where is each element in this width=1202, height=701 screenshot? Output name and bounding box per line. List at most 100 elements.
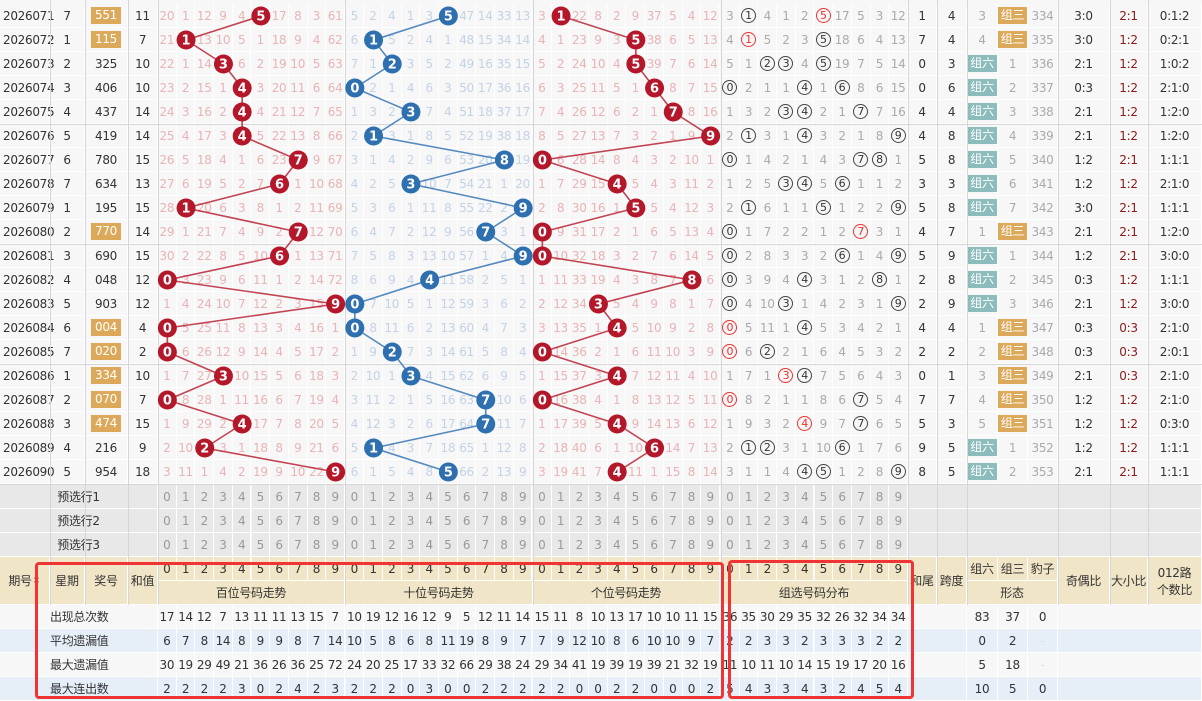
tens-omission-cell: 4 [401, 76, 421, 100]
units-omission-cell: 4 [551, 100, 571, 124]
units-omission-cell: 7 [533, 100, 552, 124]
hundreds-omission-cell: 30 [158, 244, 177, 268]
hundreds-omission-cell: 1 [158, 292, 177, 316]
units-ball: 0 [532, 150, 552, 170]
big-small-ratio-cell: 1:2 [1110, 172, 1148, 196]
odd-even-ratio-cell: 0:3 [1058, 268, 1110, 292]
group-hit-cell: 4 [795, 100, 815, 124]
group-hit-cell: 4 [795, 268, 815, 292]
hundreds-omission-cell: 1 [288, 172, 308, 196]
tens-trend-line [410, 159, 505, 185]
hundreds-trend-line [185, 15, 262, 41]
hundreds-omission-cell: 23 [270, 148, 289, 172]
tens-omission-cell: 6 [382, 196, 402, 220]
hundreds-omission-cell: 9 [307, 148, 327, 172]
weekday-cell: 5 [50, 292, 85, 316]
units-omission-cell: 18 [589, 244, 608, 268]
group-omission-cell: 1 [851, 124, 871, 148]
group-omission-cell: 2 [721, 196, 740, 220]
units-omission-cell: 5 [701, 244, 720, 268]
group3-omission: 7 [1008, 200, 1017, 215]
hundreds-ball: 9 [326, 294, 346, 314]
circled-digit-icon: 5 [815, 8, 831, 23]
tens-omission-cell: 52 [457, 124, 477, 148]
svg-text:9: 9 [706, 130, 715, 145]
group-hit-cell: 1 [739, 196, 759, 220]
hundreds-ball: 1 [176, 30, 196, 50]
hundreds-omission-cell: 1 [176, 52, 196, 76]
group-hit-cell: 1 [739, 124, 759, 148]
hundreds-omission-cell: 21 [195, 220, 215, 244]
group6-cell: 3 [967, 4, 998, 28]
group-omission-cell: 4 [758, 148, 778, 172]
hundreds-trend-line [204, 447, 336, 473]
units-omission-cell: 26 [570, 100, 590, 124]
winning-number: 690 [94, 248, 117, 263]
hundreds-omission-cell: 4 [176, 292, 196, 316]
group-omission-cell: 2 [739, 172, 759, 196]
group-omission-cell: 1 [814, 76, 834, 100]
big-small-ratio-cell: 2:1 [1110, 4, 1148, 28]
hundreds-ball: 7 [288, 150, 308, 170]
tens-omission-cell: 48 [457, 28, 477, 52]
tens-omission-cell: 1 [382, 76, 402, 100]
hundreds-omission-cell: 25 [158, 124, 177, 148]
hundreds-omission-cell: 20 [270, 76, 289, 100]
tens-omission-cell: 1 [345, 100, 365, 124]
baozi-omission-cell: 334 [1028, 4, 1058, 28]
hundreds-omission-cell: 69 [326, 196, 345, 220]
tens-omission-cell: 53 [457, 148, 477, 172]
units-omission-cell: 6 [701, 268, 720, 292]
svg-text:2: 2 [388, 346, 397, 361]
units-omission-cell: 4 [663, 196, 683, 220]
tens-ball: 9 [513, 198, 533, 218]
hundreds-omission-cell: 7 [214, 220, 233, 244]
tens-omission-cell: 59 [457, 292, 477, 316]
hundreds-trend-line [185, 207, 299, 233]
units-omission-cell: 27 [570, 124, 590, 148]
hundreds-omission-cell: 4 [232, 220, 252, 244]
hundreds-omission-cell: 1 [232, 148, 252, 172]
units-omission-cell: 6 [607, 100, 627, 124]
tens-omission-cell: 5 [364, 244, 383, 268]
group6-badge: 组六 [967, 151, 997, 168]
units-omission-cell: 7 [645, 244, 664, 268]
group-hit-cell: 2 [758, 52, 778, 76]
units-ball: 6 [645, 438, 665, 458]
units-omission-cell: 5 [551, 124, 571, 148]
units-omission-cell: 8 [607, 148, 627, 172]
hundreds-omission-cell: 11 [307, 196, 327, 220]
winning-number-cell: 903 [85, 292, 128, 316]
group6-cell: 组六 [967, 52, 998, 76]
baozi-omission-cell: 335 [1028, 28, 1058, 52]
units-omission-cell: 9 [589, 28, 608, 52]
sum-tail-cell: 4 [908, 124, 937, 148]
tens-ball: 0 [345, 294, 365, 314]
hundreds-ball: 3 [213, 366, 233, 386]
svg-text:6: 6 [275, 178, 284, 193]
hundreds-trend-line [167, 303, 336, 329]
tens-trend-line [429, 255, 524, 281]
svg-text:4: 4 [613, 418, 622, 433]
tens-omission-cell: 15 [513, 52, 533, 76]
tens-omission-cell: 4 [345, 172, 365, 196]
group-omission-cell: 2 [814, 244, 834, 268]
group-omission-cell: 2 [777, 220, 796, 244]
group6-cell: 1 [967, 220, 998, 244]
hundreds-omission-cell: 10 [288, 52, 308, 76]
units-omission-cell: 3 [533, 4, 552, 28]
circled-digit-icon: 5 [815, 32, 831, 47]
units-omission-cell: 2 [551, 52, 571, 76]
hundreds-omission-cell: 67 [326, 148, 345, 172]
hundreds-omission-cell: 1 [270, 268, 289, 292]
circled-digit-icon: 4 [797, 272, 813, 287]
period-cell: 2026073 [0, 52, 55, 76]
circled-digit-icon: 4 [797, 176, 813, 191]
hundreds-omission-cell: 27 [158, 172, 177, 196]
hundreds-omission-cell: 6 [214, 196, 233, 220]
units-ball: 0 [532, 222, 552, 242]
tens-omission-cell: 1 [495, 172, 514, 196]
units-omission-cell: 1 [645, 100, 664, 124]
tens-omission-cell: 1 [513, 220, 533, 244]
winning-number-cell: 437 [85, 100, 128, 124]
